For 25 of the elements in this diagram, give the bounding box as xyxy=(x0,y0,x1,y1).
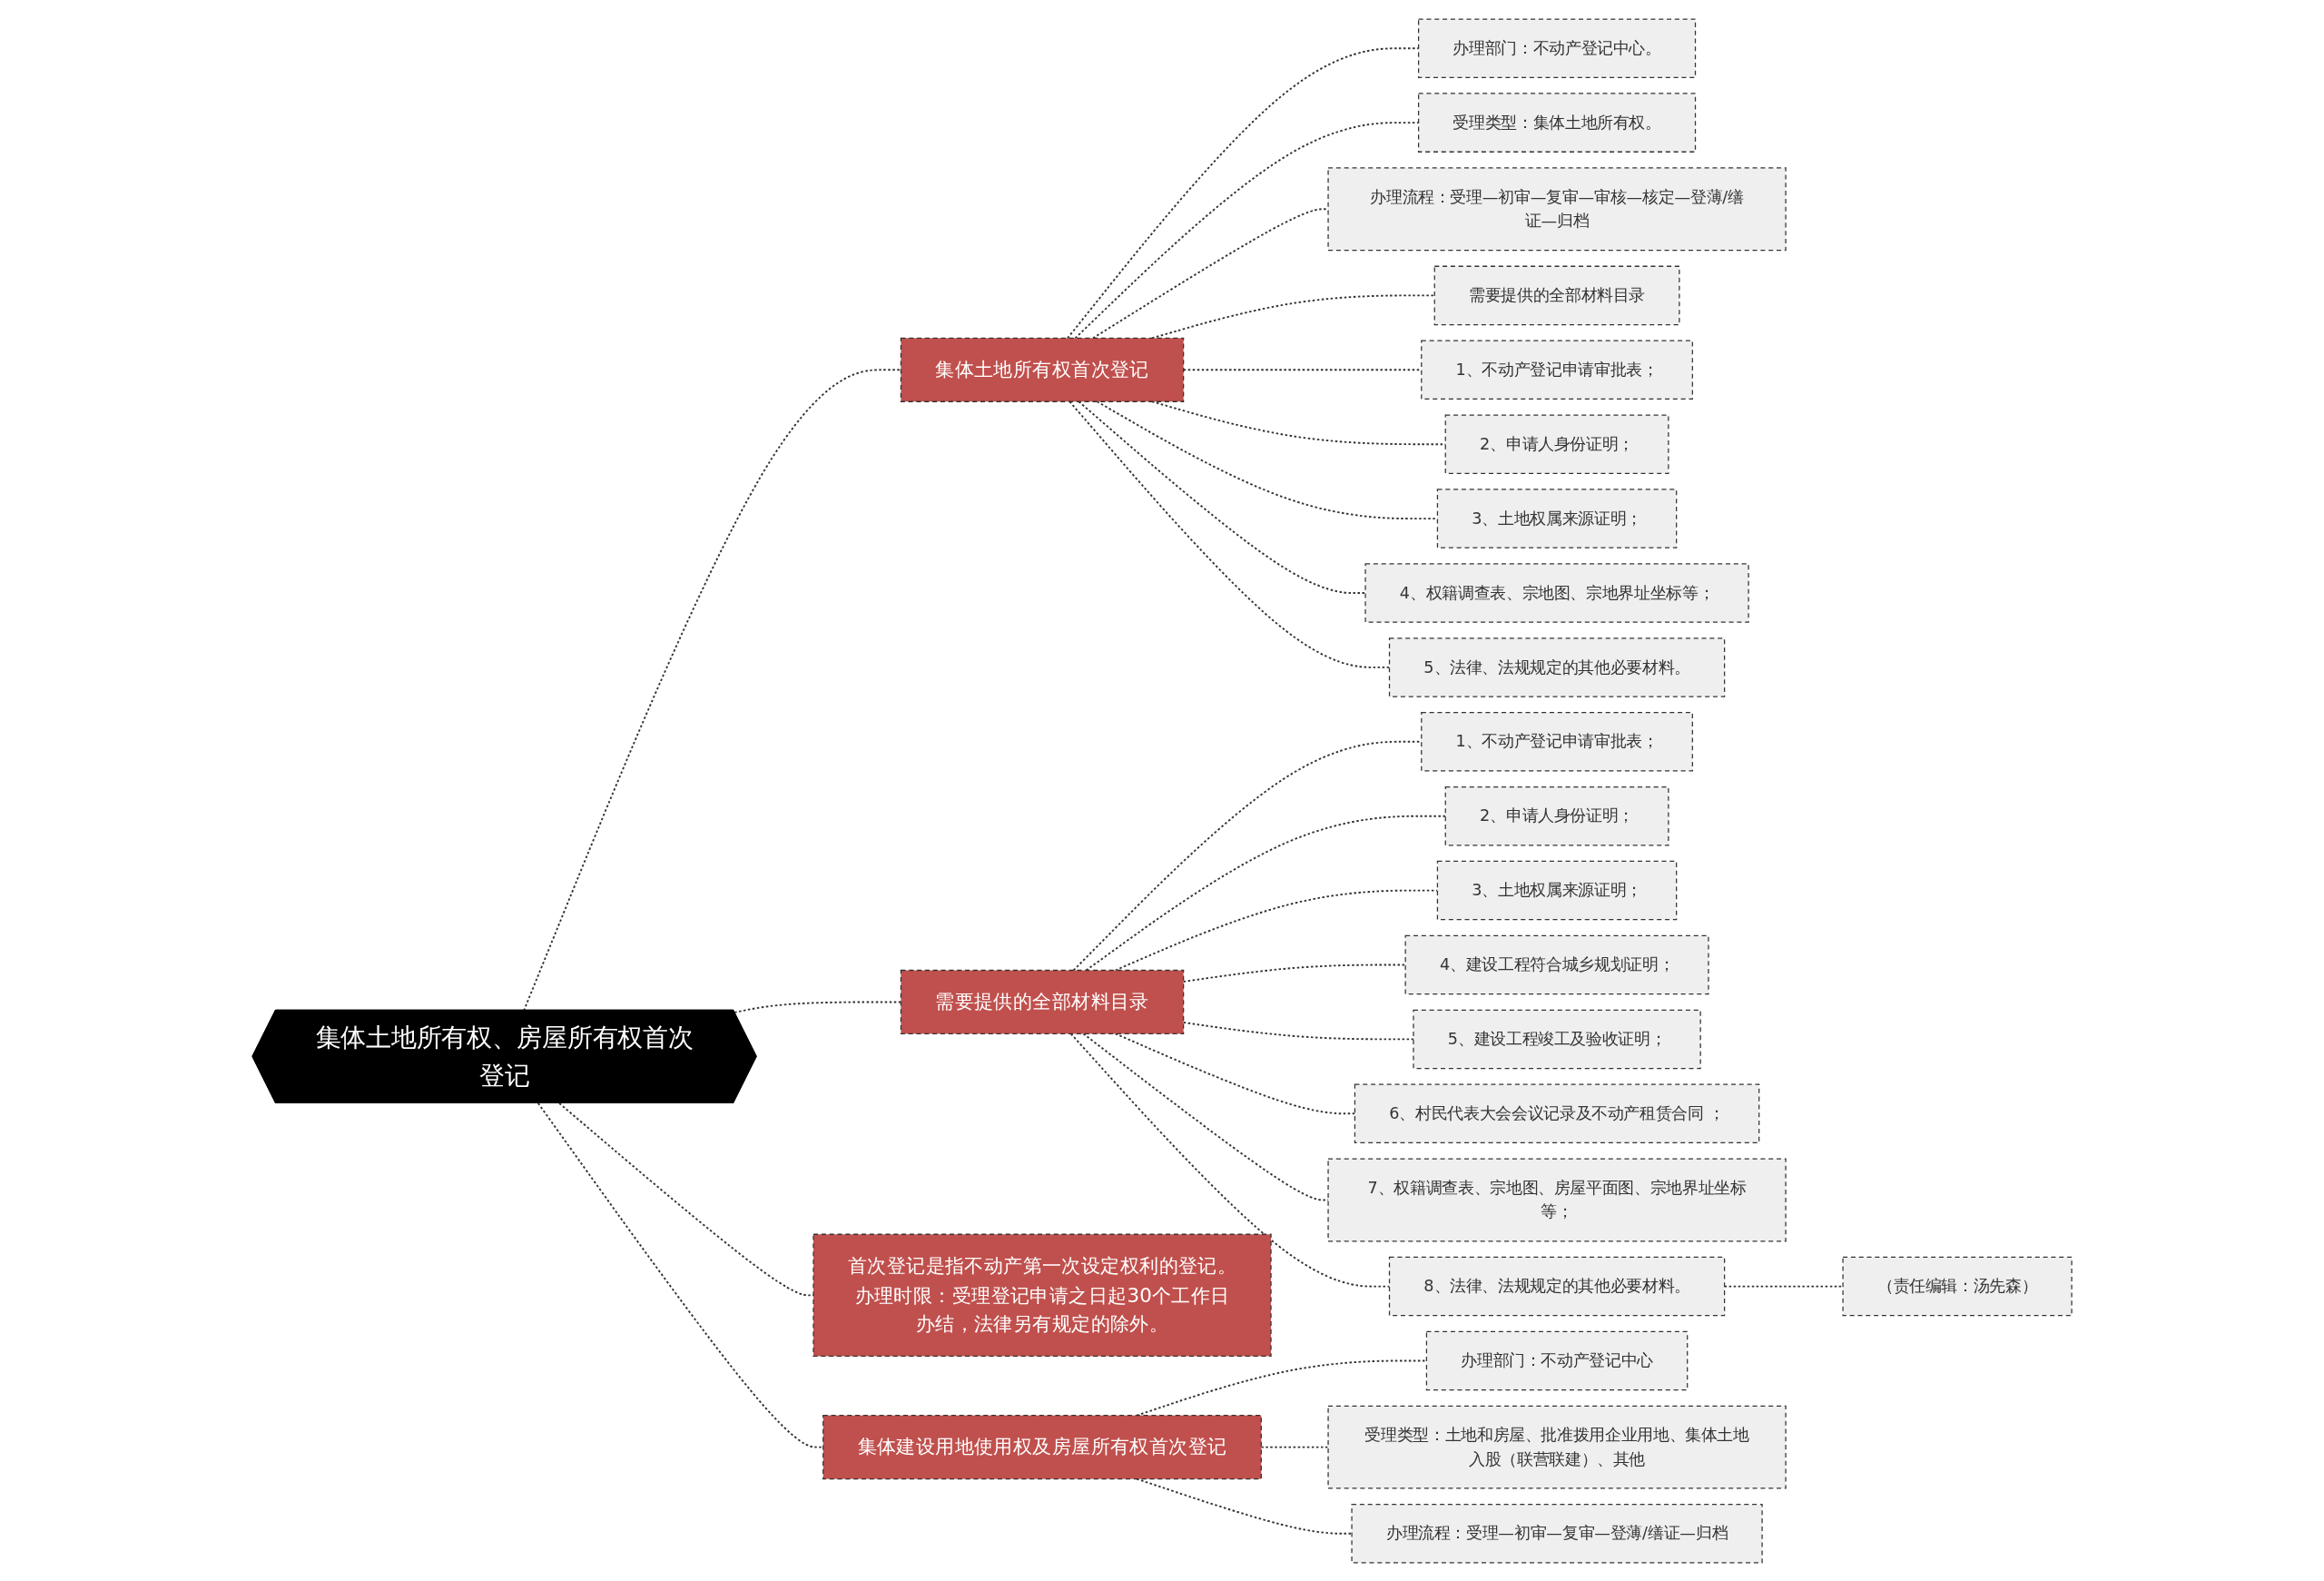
node-box: 需要提供的全部材料目录 xyxy=(1433,265,1680,325)
node-box: 办理流程：受理—初审—复审—登薄/缮证—归档 xyxy=(1351,1503,1763,1564)
node-box: 2、申请人身份证明； xyxy=(1444,786,1669,845)
node-box: 受理类型：集体土地所有权。 xyxy=(1417,92,1697,153)
node-box: 3、土地权属来源证明； xyxy=(1436,860,1678,920)
node-box: 4、权籍调查表、宗地图、宗地界址坐标等； xyxy=(1364,562,1749,623)
node-box: 办理流程：受理—初审—复审—审核—核定—登薄/缮证—归档 xyxy=(1327,166,1787,251)
node-box: 集体土地所有权首次登记 xyxy=(900,337,1185,402)
node-box: 首次登记是指不动产第一次设定权利的登记。办理时限：受理登记申请之日起30个工作日办结，法律另有规定的除外。 xyxy=(812,1233,1272,1357)
node-box: 4、建设工程符合城乡规划证明； xyxy=(1404,934,1709,994)
node-box: 6、村民代表大会会议记录及不动产租赁合同 ； xyxy=(1354,1083,1760,1143)
node-box: 5、建设工程竣工及验收证明； xyxy=(1413,1009,1701,1069)
node-box: （责任编辑：汤先森） xyxy=(1842,1256,2073,1316)
node-box: 2、申请人身份证明； xyxy=(1444,413,1669,474)
node-box: 5、法律、法规规定的其他必要材料。 xyxy=(1388,637,1726,697)
node-box: 3、土地权属来源证明； xyxy=(1436,488,1678,548)
node-box: 8、法律、法规规定的其他必要材料。 xyxy=(1388,1256,1726,1316)
node-box: 需要提供的全部材料目录 xyxy=(900,969,1185,1034)
node-box: 受理类型：土地和房屋、批准拨用企业用地、集体土地入股（联营联建）、其他 xyxy=(1327,1405,1787,1489)
node-box: 办理部门：不动产登记中心 xyxy=(1425,1330,1689,1390)
node-box: 1、不动产登记申请审批表； xyxy=(1421,340,1693,400)
node-box: 集体建设用地使用权及房屋所有权首次登记 xyxy=(822,1414,1262,1479)
node-box: 7、权籍调查表、宗地图、房屋平面图、宗地界址坐标等； xyxy=(1327,1157,1787,1241)
node-box: 1、不动产登记申请审批表； xyxy=(1421,711,1693,772)
node-box: 办理部门：不动产登记中心。 xyxy=(1417,17,1697,78)
